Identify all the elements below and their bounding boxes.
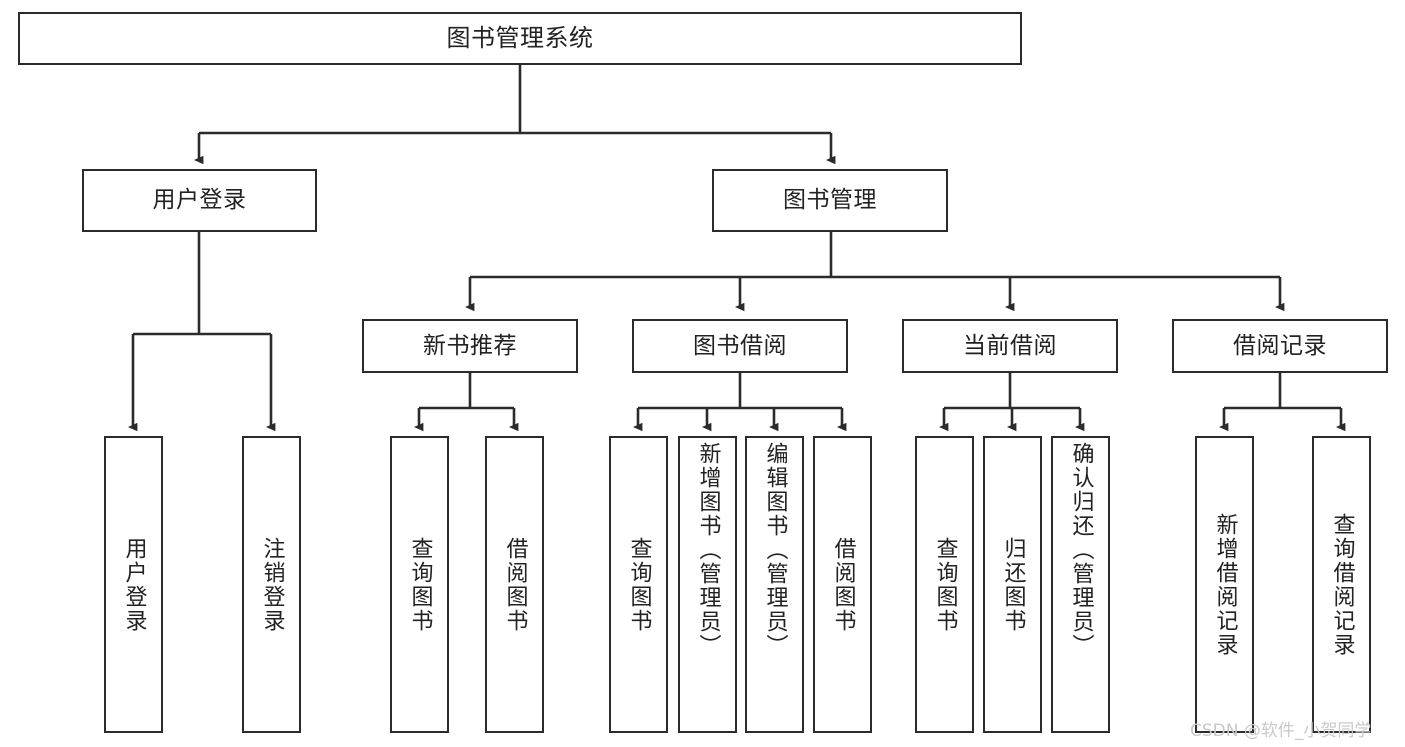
leaf-book-borrow-add-book-admin[interactable]: 新增图书（管理员）: [678, 436, 737, 733]
leaf-new-book-query-book[interactable]: 查询图书: [390, 436, 449, 733]
leaf-user-login-login[interactable]: 用户登录: [104, 436, 163, 733]
leaf-current-borrow-query-book[interactable]: 查询图书: [915, 436, 974, 733]
leaf-current-borrow-return-book[interactable]: 归还图书: [983, 436, 1042, 733]
leaf-user-login-login-label: 用户登录: [121, 536, 147, 633]
node-current-borrow[interactable]: 当前借阅: [902, 319, 1118, 373]
node-root-book-management-system[interactable]: 图书管理系统: [18, 12, 1022, 65]
csdn-watermark: CSDN @软件_小贺同学: [1190, 721, 1372, 741]
node-user-login[interactable]: 用户登录: [82, 169, 317, 232]
node-book-borrow[interactable]: 图书借阅: [632, 319, 848, 373]
node-book-management[interactable]: 图书管理: [712, 169, 948, 232]
node-borrow-record-label: 借阅记录: [1233, 332, 1327, 359]
leaf-current-borrow-confirm-return-admin-label: 确认归还（管理员）: [1068, 442, 1094, 658]
leaf-current-borrow-return-book-label: 归还图书: [1000, 536, 1026, 633]
leaf-new-book-borrow-book-label: 借阅图书: [502, 536, 528, 633]
leaf-current-borrow-confirm-return-admin[interactable]: 确认归还（管理员）: [1051, 436, 1110, 733]
node-book-borrow-label: 图书借阅: [693, 332, 787, 359]
node-borrow-record[interactable]: 借阅记录: [1172, 319, 1388, 373]
leaf-book-borrow-add-book-admin-label: 新增图书（管理员）: [695, 442, 721, 658]
node-user-login-label: 用户登录: [152, 187, 247, 214]
node-new-book-recommend-label: 新书推荐: [423, 332, 517, 359]
node-new-book-recommend[interactable]: 新书推荐: [362, 319, 578, 373]
leaf-borrow-record-query-record[interactable]: 查询借阅记录: [1312, 436, 1371, 733]
leaf-book-borrow-edit-book-admin-label: 编辑图书（管理员）: [762, 442, 788, 658]
leaf-current-borrow-query-book-label: 查询图书: [932, 536, 958, 633]
leaf-new-book-borrow-book[interactable]: 借阅图书: [485, 436, 544, 733]
node-book-management-label: 图书管理: [783, 187, 877, 214]
leaf-borrow-record-add-record[interactable]: 新增借阅记录: [1195, 436, 1254, 733]
leaf-book-borrow-borrow-book-label: 借阅图书: [830, 536, 856, 633]
leaf-book-borrow-borrow-book[interactable]: 借阅图书: [813, 436, 872, 733]
node-current-borrow-label: 当前借阅: [963, 332, 1057, 359]
leaf-book-borrow-query-book-label: 查询图书: [626, 536, 652, 633]
leaf-user-login-logout[interactable]: 注销登录: [242, 436, 301, 733]
leaf-new-book-query-book-label: 查询图书: [407, 536, 433, 633]
leaf-user-login-logout-label: 注销登录: [259, 536, 285, 633]
leaf-book-borrow-edit-book-admin[interactable]: 编辑图书（管理员）: [745, 436, 804, 733]
leaf-borrow-record-query-record-label: 查询借阅记录: [1329, 512, 1355, 657]
leaf-book-borrow-query-book[interactable]: 查询图书: [609, 436, 668, 733]
leaf-borrow-record-add-record-label: 新增借阅记录: [1212, 512, 1238, 657]
node-root-label: 图书管理系统: [446, 23, 594, 52]
